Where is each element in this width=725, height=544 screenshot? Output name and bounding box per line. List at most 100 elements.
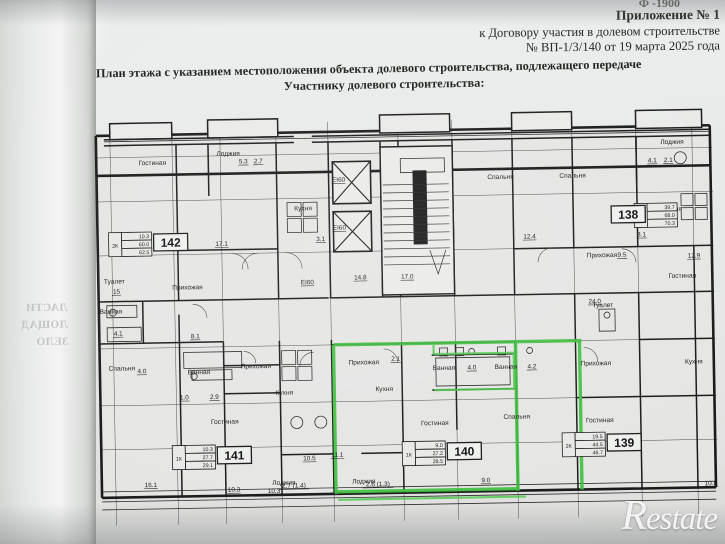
dimension-label: 3.1: [636, 231, 647, 239]
dimension-label: 24.0: [588, 298, 602, 305]
svg-text:9.0: 9.0: [481, 477, 490, 484]
svg-text:2.7: 2.7: [254, 158, 263, 165]
apartment-number: 138: [618, 208, 639, 222]
svg-text:10.5: 10.5: [303, 455, 316, 462]
appendix-label: Приложение № 1: [615, 6, 721, 23]
dimension-label: 10.3: [227, 487, 241, 494]
dimension-label: EI60: [300, 279, 315, 286]
svg-text:9.0: 9.0: [435, 443, 443, 449]
svg-text:17.0: 17.0: [401, 273, 414, 280]
room-label-group: ГостинаяЛоджияКухняПрихожаяТуалетВаннаяС…: [100, 139, 704, 487]
svg-text:2.1: 2.1: [391, 356, 400, 363]
svg-text:70.3: 70.3: [665, 221, 675, 227]
dimension-label: 4.1: [647, 157, 658, 164]
watermark-text: estate: [646, 501, 718, 537]
dimension-label: 17.0: [400, 273, 415, 281]
svg-text:24.0: 24.0: [588, 298, 601, 305]
svg-text:4.2: 4.2: [527, 363, 536, 370]
dimension-label: 15: [112, 289, 122, 296]
svg-text:27.2: 27.2: [433, 451, 443, 457]
dimension-label: 4.2: [526, 363, 538, 370]
dimension-label: EI60: [331, 177, 346, 184]
dimension-label: 12.4: [522, 233, 537, 241]
plumbing-fixtures: [106, 151, 708, 429]
apartment-number: 139: [614, 436, 635, 450]
svg-text:1.0: 1.0: [180, 394, 189, 401]
dimension-label: 10.3: [267, 488, 281, 495]
room-label: Гостиная: [138, 160, 166, 167]
dimension-label: 14.8: [353, 274, 368, 281]
svg-text:4.0: 4.0: [137, 368, 146, 375]
dimension-label: 8.1: [190, 333, 201, 340]
room-label: Гостиная: [586, 417, 614, 424]
svg-text:10.3: 10.3: [268, 488, 281, 495]
svg-text:4.1: 4.1: [114, 331, 123, 338]
apartment-number: 140: [454, 444, 475, 458]
svg-text:60.0: 60.0: [139, 242, 149, 248]
svg-text:10.8: 10.8: [705, 480, 718, 487]
svg-text:68.0: 68.0: [664, 213, 674, 219]
svg-text:9.5: 9.5: [617, 252, 626, 259]
dimension-label: 1.0: [179, 394, 190, 402]
svg-text:19.5: 19.5: [592, 434, 602, 440]
svg-text:2.6 (1.3): 2.6 (1.3): [366, 481, 390, 488]
room-label: Спальня: [109, 365, 136, 372]
svg-text:12.9: 12.9: [688, 252, 701, 259]
dimension-label: 16.1: [144, 482, 158, 489]
svg-text:10.3: 10.3: [202, 447, 212, 453]
dimension-label: 11.1: [330, 452, 345, 459]
dimension-label: 4.1: [113, 331, 124, 338]
elevator-shaft-2: [332, 210, 373, 253]
apartment-rooms: 1К: [176, 457, 183, 463]
svg-text:14.8: 14.8: [354, 274, 367, 281]
room-label: Прихожая: [581, 360, 612, 368]
dimension-label: 12.9: [687, 252, 701, 260]
floor-plan-svg: ГостинаяЛоджияКухняПрихожаяТуалетВаннаяС…: [94, 108, 718, 526]
apartment-rooms: 2К: [112, 244, 119, 250]
dimension-label: 5.3: [238, 158, 249, 165]
svg-text:15: 15: [113, 289, 121, 296]
dimension-label: 3.1: [315, 236, 326, 243]
apartment-number: 142: [161, 236, 182, 250]
apartment-label-141: 1К 10.3 27.7 29.1 141: [171, 444, 253, 471]
room-label: Прихожая: [172, 284, 203, 292]
svg-text:EI60: EI60: [333, 225, 347, 232]
svg-text:27.7: 27.7: [203, 455, 213, 461]
door-swings: [192, 247, 637, 367]
svg-text:EI60: EI60: [301, 279, 315, 286]
svg-text:28.5: 28.5: [433, 459, 443, 465]
room-label: Лоджия: [272, 480, 296, 487]
svg-text:4.0: 4.0: [467, 364, 476, 371]
dimension-label: 4.0: [136, 368, 148, 375]
apartment-140-highlight: [331, 338, 584, 501]
room-label: Прихожая: [587, 252, 618, 260]
dimension-label: 2.7 (1.4): [278, 482, 310, 490]
svg-text:10.3: 10.3: [139, 234, 149, 240]
room-label: Туалет: [592, 302, 613, 309]
svg-text:3.1: 3.1: [637, 231, 646, 238]
svg-text:44.5: 44.5: [592, 442, 602, 448]
room-label: Лоджия: [660, 139, 684, 146]
svg-text:11.1: 11.1: [331, 452, 344, 459]
apartment-number: 141: [224, 448, 245, 462]
restate-watermark: Restate: [621, 492, 718, 540]
elevator-shaft-1: [331, 160, 372, 205]
paper-left-fold: [0, 0, 96, 544]
dimension-label: 2.1: [663, 157, 674, 164]
room-label: Ванная: [433, 365, 456, 372]
svg-text:16.1: 16.1: [145, 482, 158, 489]
watermark-initial: R: [621, 493, 647, 539]
apartment-rooms: 1К: [406, 452, 413, 458]
slab-hatching: [101, 130, 717, 511]
svg-text:2.9: 2.9: [210, 394, 219, 401]
svg-text:12.4: 12.4: [523, 233, 536, 240]
staircase: [379, 145, 456, 296]
dimension-label: EI60: [332, 225, 347, 232]
svg-text:29.1: 29.1: [203, 463, 213, 469]
room-label: Ванная: [495, 364, 518, 371]
svg-text:39.7: 39.7: [664, 205, 674, 211]
